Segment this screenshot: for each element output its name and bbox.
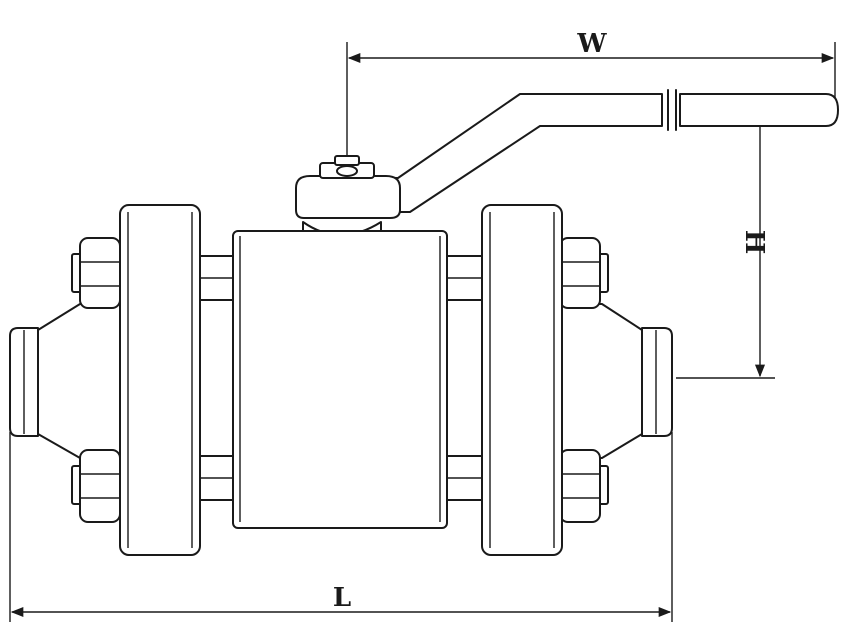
- lever-arm: [379, 93, 663, 213]
- left-flange: [119, 204, 201, 556]
- lever-handle: [295, 89, 839, 236]
- valve-body: [232, 230, 448, 529]
- dimension-w: W: [346, 29, 836, 168]
- nut-lower-left: [71, 449, 121, 523]
- right-flange: [481, 204, 563, 556]
- left-end-connection: [9, 204, 201, 556]
- tie-bolts: [197, 255, 483, 501]
- left-weld-neck: [37, 303, 121, 459]
- nut-upper-left: [71, 237, 121, 309]
- center-body: [232, 230, 448, 529]
- l-label: L: [333, 583, 351, 613]
- stem-top: [334, 155, 360, 166]
- nut-upper-right: [559, 237, 609, 309]
- lever-hub: [295, 175, 401, 219]
- right-weld-neck: [559, 303, 643, 459]
- w-label: W: [576, 29, 607, 59]
- nut-lower-right: [559, 449, 609, 523]
- dimension-h: H: [676, 95, 775, 379]
- right-end-connection: [481, 204, 673, 556]
- h-label: H: [739, 230, 769, 255]
- right-pipe-end: [641, 327, 673, 437]
- lever-tip: [679, 93, 839, 127]
- dimension-l: L: [9, 432, 673, 622]
- stem-screw: [336, 165, 358, 177]
